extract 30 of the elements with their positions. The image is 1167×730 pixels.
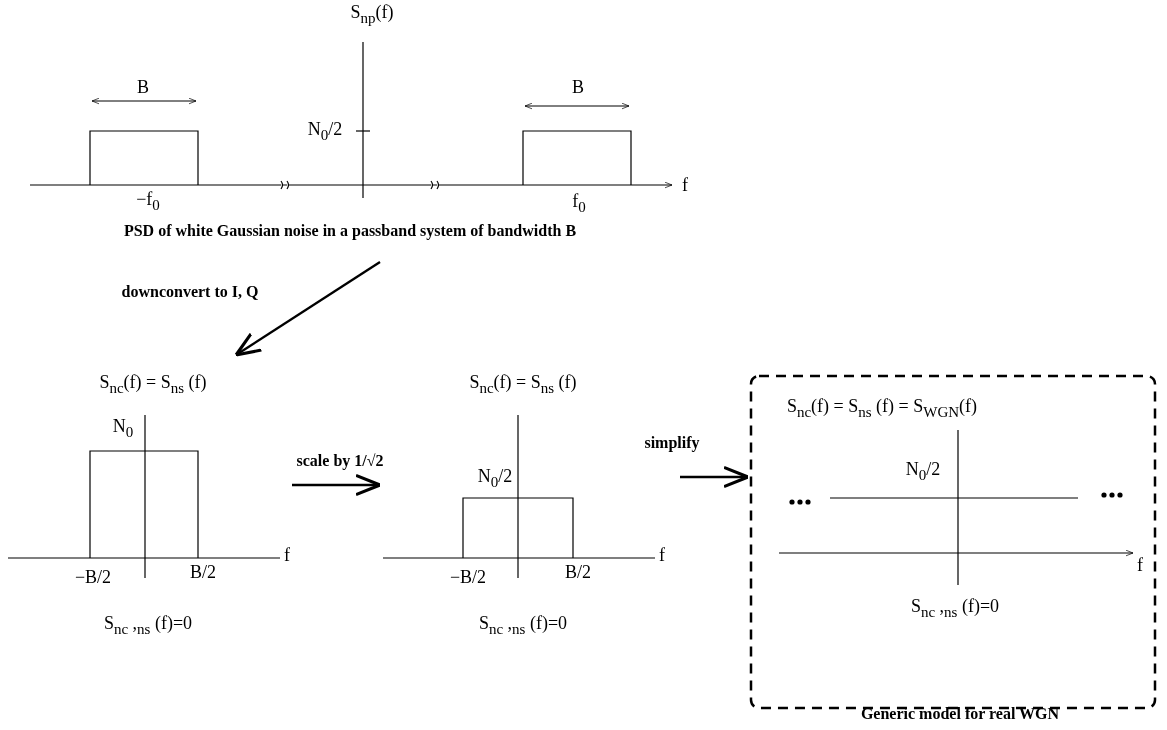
axis-title: S$_{n}$$_{p}$(f) — [350, 3, 394, 27]
tick-label: B/2 — [565, 563, 591, 583]
edge-label: simplify — [644, 434, 700, 452]
edge-label: scale by 1/√2 — [296, 452, 384, 470]
axis-title: S$_{nc}$(f) = S$_{ns}$ (f) — [99, 373, 207, 397]
panel-title: PSD of white Gaussian noise in a passband system of bandwidth B — [123, 222, 577, 240]
tick-label: −B/2 — [449, 568, 487, 588]
tick-label: B/2 — [190, 563, 216, 583]
axis-label: f — [659, 546, 665, 566]
tick-label: N$_{0}$ — [112, 417, 134, 441]
axis-label: f — [284, 546, 290, 566]
tick-label: f$_{0}$ — [572, 192, 586, 216]
arrow — [234, 261, 381, 357]
tick-label: N$_{0}$/2 — [307, 120, 343, 144]
bandwidth-label: B — [137, 78, 149, 98]
axis-label: f — [1137, 556, 1143, 576]
edge-label: downconvert to I, Q — [121, 283, 259, 301]
bandwidth-label: B — [572, 78, 584, 98]
axis-title: S$_{nc}$(f) = S$_{ns}$ (f) = S$_{WGN}$(f) — [786, 397, 978, 421]
formula: S$_{nc}$ ,$_{ns}$ (f)=0 — [103, 614, 193, 638]
tick-label: N$_{0}$/2 — [905, 460, 941, 484]
tick-label: −B/2 — [74, 568, 112, 588]
formula: S$_{nc}$ ,$_{ns}$ (f)=0 — [478, 614, 568, 638]
tick-label: −f$_{0}$ — [136, 190, 160, 214]
arrow — [680, 465, 750, 489]
arrow — [292, 473, 382, 497]
formula: S$_{nc}$ ,$_{ns}$ (f)=0 — [910, 597, 1000, 621]
axis-title: S$_{nc}$(f) = S$_{ns}$ (f) — [469, 373, 577, 397]
axis-label: f — [682, 176, 688, 196]
tick-label: N$_{0}$/2 — [477, 467, 513, 491]
